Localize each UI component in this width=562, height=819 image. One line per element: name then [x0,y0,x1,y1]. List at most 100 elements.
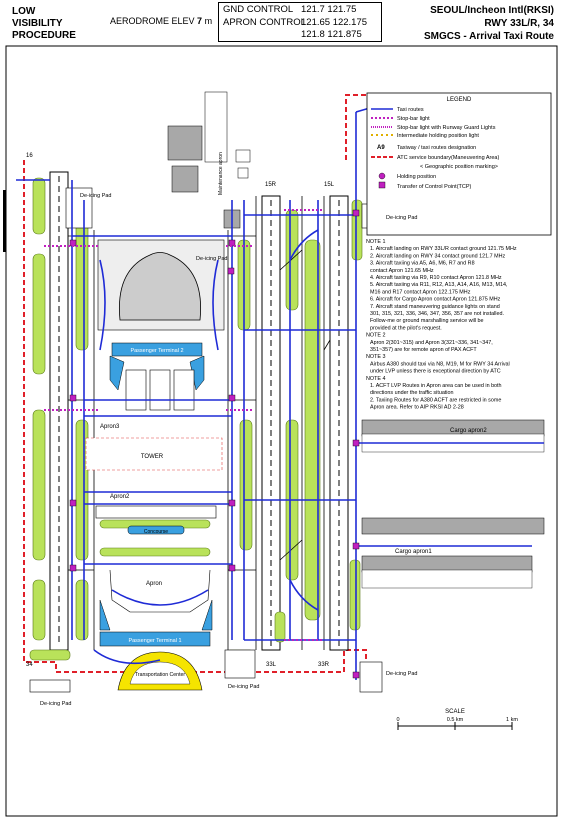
note-line: 7. Aircraft stand maneuvering guidance l… [370,304,500,310]
deicing-label: De-icing Pad [386,671,418,677]
map-labels: De-icing Pad De-icing Pad De-icing Pad D… [26,152,487,707]
note-line: 2. Aircraft landing on RWY 34 contact gr… [370,253,506,259]
aerodrome-elevation: AERODROME ELEV 7 m [110,16,212,26]
note-line: Airbus A380 should taxi via N8, M19, M f… [370,361,510,367]
legend-item: Holding position [397,174,436,180]
terminal-2 [97,239,225,391]
concourse-label: Concourse [144,529,168,535]
runway-designation: RWY 33L/R, 34 [484,18,554,29]
note-line: 3. Aircraft taxiing via A5, A6, M6, R7 a… [370,261,475,267]
note-line: Apron area. Refer to AIP RKSI AD 2-28 [370,405,464,411]
chart-type: SMGCS - Arrival Taxi Route [423,31,554,42]
note-line: M16 and R17 contact Apron 122.175 MHz [370,289,471,295]
frequency-row: GND CONTROL 121.7 121.75 [223,4,377,17]
frequency-box: GND CONTROL 121.7 121.75 APRON CONTROL 1… [218,2,382,42]
legend-holding-icon [378,172,386,180]
runway-label: 33R [318,662,330,668]
taxi-routes [16,104,544,680]
note-line: 1. Aircraft landing on RWY 33L/R contact… [370,246,517,252]
maintenance-apron-label: Maintenance apron [218,152,224,195]
note-line: under LVP unless there is exceptional di… [370,369,501,375]
chart-frame [5,45,558,817]
frequency-row: APRON CONTROL 121.65 122.175 [223,17,377,30]
frequency-values: 121.8 121.875 [301,29,362,40]
concourse [127,525,185,535]
cargo-apron-2-label: Cargo apron2 [450,428,487,434]
cargo-aprons [361,419,545,589]
note-line: Apron 2(301~315) and Apron 3(321~336, 34… [370,340,493,346]
deicing-label: De-icing Pad [386,215,418,221]
frequency-name: APRON CONTROL [223,16,306,28]
legend-item: Intermediate holding position light [397,133,479,139]
notes: NOTE 11. Aircraft landing on RWY 33L/R c… [366,239,517,411]
note-heading: NOTE 4 [366,376,385,382]
note-heading: NOTE 1 [366,239,385,245]
note-line: directions under the traffic situation [370,390,454,396]
procedure-line: PROCEDURE [12,30,76,41]
elevation-label: AERODROME ELEV [110,16,195,26]
runway-label: 33L [266,662,277,668]
apron-2-label: Apron2 [110,494,130,500]
tcp-markers [69,209,360,679]
runway-label: 15R [265,182,277,188]
note-line: Follow-me or ground marshalling service … [370,318,484,324]
legend-item: Stop-bar light [397,116,430,122]
note-line: provided at the pilot's request. [370,325,442,331]
deicing-label: De-icing Pad [228,684,260,690]
scale-tick: 1 km [506,717,518,723]
apron-3-label: Apron3 [100,424,120,430]
side-bar [3,190,6,252]
note-line: 2. Taxiing Routes for A380 ACFT are rest… [370,397,501,403]
frequency-values: 121.7 121.75 [301,4,357,15]
stand-blocks-top [235,149,251,179]
scale-bar: SCALE 0 0.5 km 1 km [396,709,518,730]
deicing-label: De-icing Pad [80,193,112,199]
legend-item: Taxiway / taxi routes designation [397,145,476,151]
transport-center-label: Transportation Center [135,672,186,678]
procedure-title: LOW VISIBILITY PROCEDURE [12,6,76,42]
frequency-name: GND CONTROL [223,4,294,15]
note-line: 4. Aircraft taxiing via R9, R10 contact … [370,275,502,281]
legend-designation-symbol: A9 [377,145,385,151]
legend-item: Taxi routes [397,107,424,113]
tower-label: TOWER [141,454,164,460]
airport-name: SEOUL/Incheon Intl(RKSI) [430,5,554,16]
remote-stands [85,369,223,519]
chart-header: SEOUL/Incheon Intl(RKSI) RWY 33L/R, 34 S… [424,4,554,43]
deicing-label: De-icing Pad [40,701,72,707]
scale-tick: 0.5 km [447,717,464,723]
note-heading: NOTE 3 [366,354,385,360]
procedure-line: VISIBILITY [12,18,63,29]
note-line: contact Apron 121.65 MHz [370,268,434,274]
legend-title: LEGEND [447,97,472,103]
scale-tick: 0 [396,717,399,723]
terminal-2-label: Passenger Terminal 2 [130,348,183,354]
legend-item: Stop-bar light with Runway Guard Lights [397,125,496,131]
deicing-label: De-icing Pad [196,256,228,262]
terminal-1-label: Passenger Terminal 1 [128,638,181,644]
stop-bars [44,209,324,641]
apron-label: Apron [146,581,162,587]
runway-center [261,195,281,651]
legend-item: < Geographic position marking> [420,164,498,170]
runway-label: 34 [26,662,33,668]
note-line: 6. Aircraft for Cargo Apron contact Apro… [370,297,501,303]
note-line: 5. Aircraft taxiing via R11, R12, A13, A… [370,282,508,288]
legend-box: LEGEND Taxi routes Stop-bar light Stop-b… [366,92,552,236]
note-line: 351~357) are for remote apron of PAX ACF… [370,347,477,353]
procedure-line: LOW [12,6,36,17]
apron-1-area [99,569,213,691]
maintenance-hangars [167,91,241,229]
elevation-value: 7 [197,16,203,26]
legend-item: Transfer of Control Point(TCP) [397,184,472,190]
elevation-unit: m [204,16,213,26]
runway-label: 16 [26,153,33,159]
atc-boundary [23,160,372,691]
legend-item: ATC service boundary(Maneuvering Area) [397,155,499,161]
cargo-apron-1-label: Cargo apron1 [395,549,432,555]
runway-right [329,195,349,651]
runway-label: 15L [324,182,335,188]
scale-title: SCALE [445,709,465,715]
frequency-values: 121.65 122.175 [301,16,368,28]
